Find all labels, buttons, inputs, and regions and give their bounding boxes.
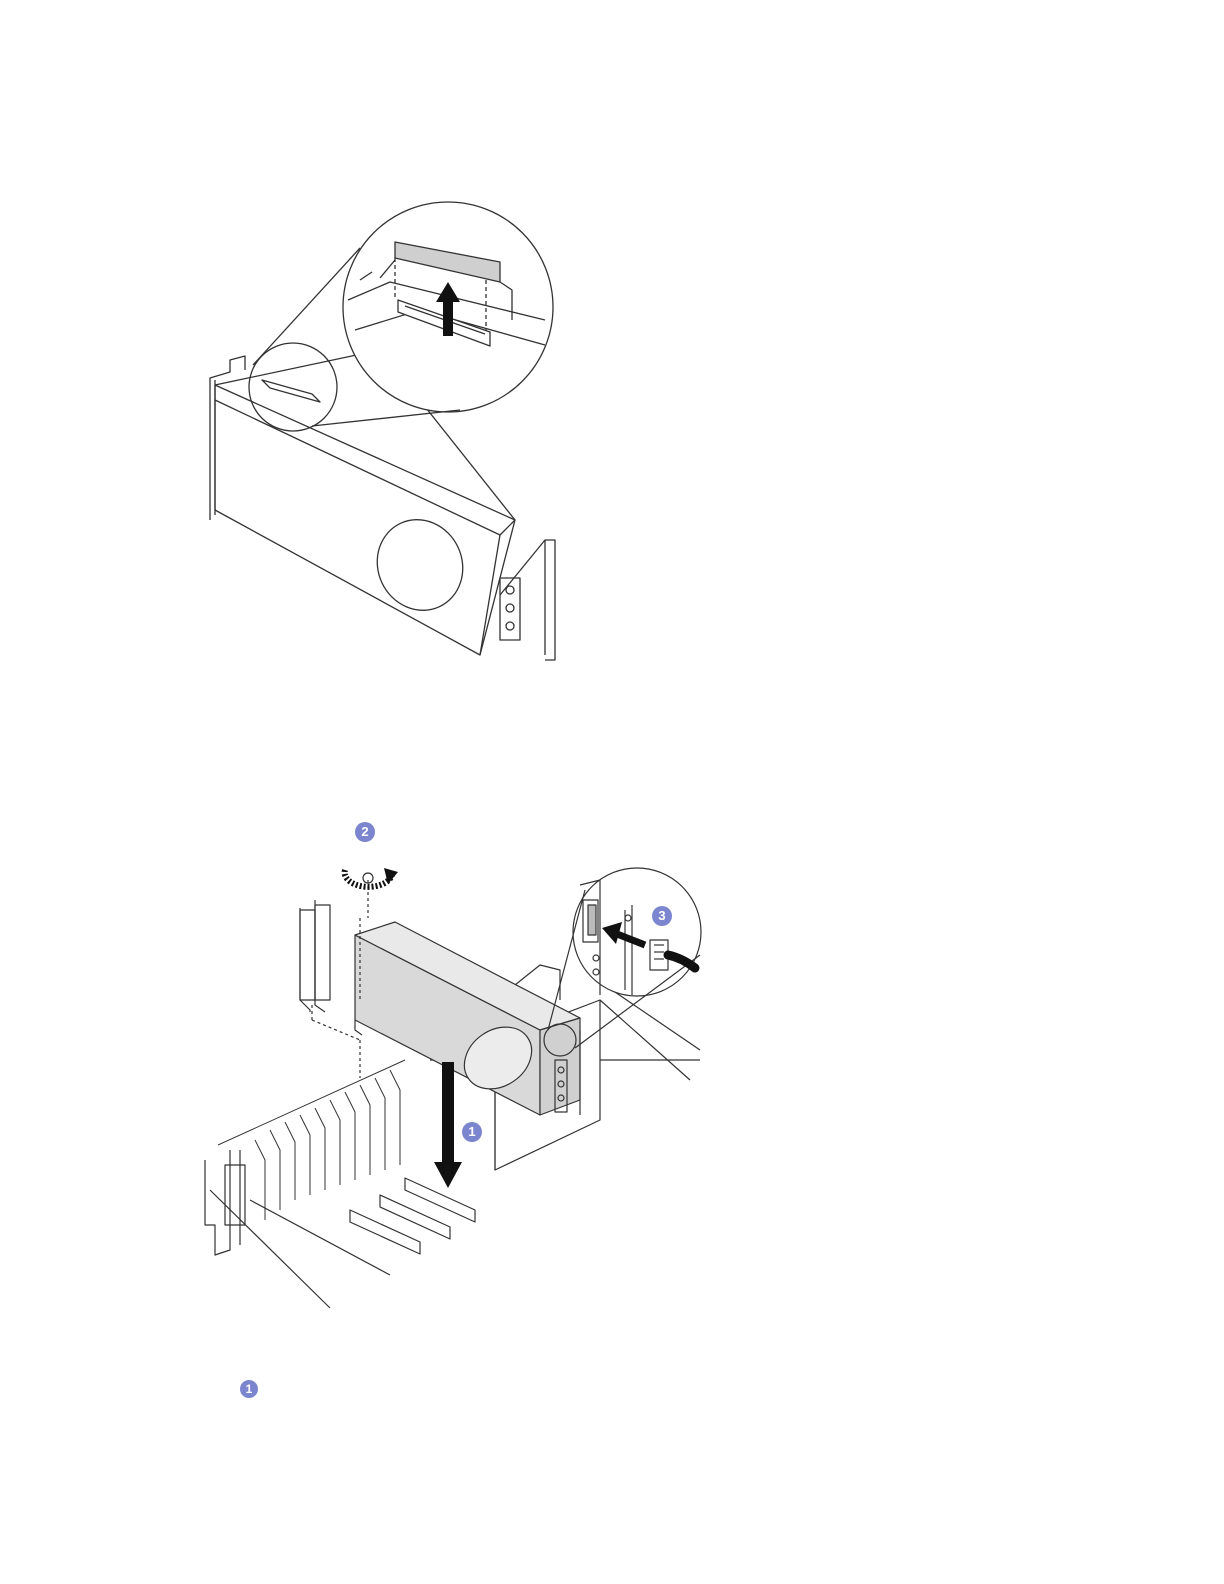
gpu-install-drawing xyxy=(0,800,1224,1320)
callout-2: 2 xyxy=(355,822,375,842)
gpu-install-illustration: 2 3 1 xyxy=(0,800,1224,1320)
callout-1: 1 xyxy=(462,1122,482,1142)
gpu-card-drawing xyxy=(0,0,1224,700)
callout-3: 3 xyxy=(652,906,672,926)
step-1: 1 xyxy=(240,1380,258,1402)
step-1-callout: 1 xyxy=(240,1380,258,1398)
gpu-cover-removal-illustration xyxy=(0,0,1224,700)
